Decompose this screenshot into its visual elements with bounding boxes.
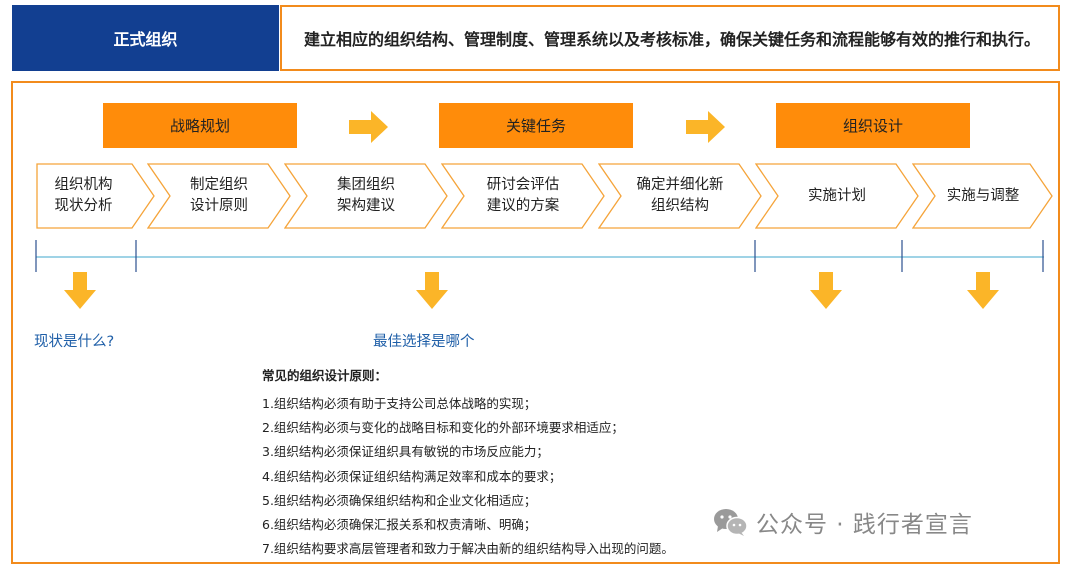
phase-arrow-right-icon	[686, 111, 725, 143]
principle-item: 5.组织结构必须确保组织结构和企业文化相适应；	[262, 492, 537, 508]
step-chevron-shape	[598, 163, 762, 229]
phase-key-tasks: 关键任务	[439, 103, 633, 148]
step-workshop-evaluation: 研讨会评估 建议的方案	[486, 177, 560, 214]
step-chevron-shape	[755, 163, 919, 229]
arrow-down-icon	[416, 272, 448, 309]
principles-title: 常见的组织设计原则：	[262, 368, 388, 383]
principle-item: 7.组织结构要求高层管理者和致力于解决由新的组织结构导入出现的问题。	[262, 541, 674, 557]
step-design-principles: 制定组织 设计原则	[190, 177, 248, 214]
question-best-choice: 最佳选择是哪个	[373, 334, 475, 350]
step-chevron-shape	[284, 163, 448, 229]
step-chevron-shape	[441, 163, 605, 229]
step-implement-adjust: 实施与调整	[946, 187, 1020, 204]
step-chevron-shape	[912, 163, 1053, 229]
arrow-down-icon	[810, 272, 842, 309]
principle-item: 4.组织结构必须保证组织结构满足效率和成本的要求；	[262, 468, 562, 484]
question-current-state: 现状是什么?	[34, 334, 115, 350]
watermark-text: 公众号 · 践行者宣言	[756, 512, 973, 538]
header-title: 正式组织	[12, 5, 279, 71]
header-description: 建立相应的组织结构、管理制度、管理系统以及考核标准，确保关键任务和流程能够有效的…	[280, 5, 1060, 71]
wechat-icon	[714, 509, 748, 536]
diagram-frame	[11, 81, 1060, 564]
principle-item: 1.组织结构必须有助于支持公司总体战略的实现；	[262, 396, 537, 411]
phase-strategy-planning: 战略规划	[103, 103, 297, 148]
step-finalize-new-structure: 确定并细化新 组织结构	[636, 177, 724, 214]
arrow-down-icon	[967, 272, 999, 309]
step-chevron-shape	[147, 163, 291, 229]
step-implementation-plan: 实施计划	[808, 187, 866, 204]
step-current-state-analysis: 组织机构 现状分析	[54, 177, 113, 214]
step-group-structure-proposal: 集团组织 架构建议	[337, 177, 395, 214]
watermark: 公众号 · 践行者宣言	[712, 505, 973, 539]
step-chevron-shape	[36, 163, 155, 229]
phase-organization-design: 组织设计	[776, 103, 970, 148]
principle-item: 2.组织结构必须与变化的战略目标和变化的外部环境要求相适应；	[262, 420, 624, 436]
principle-item: 3.组织结构必须保证组织具有敏锐的市场反应能力；	[262, 444, 549, 460]
principle-item: 6.组织结构必须确保汇报关系和权责清晰、明确；	[262, 516, 537, 532]
timeline	[35, 240, 1044, 272]
phase-arrow-right-icon	[349, 111, 388, 143]
design-principles-list: 常见的组织设计原则： 1.组织结构必须有助于支持公司总体战略的实现； 2.组织结…	[262, 365, 674, 561]
arrow-down-icon	[64, 272, 96, 309]
